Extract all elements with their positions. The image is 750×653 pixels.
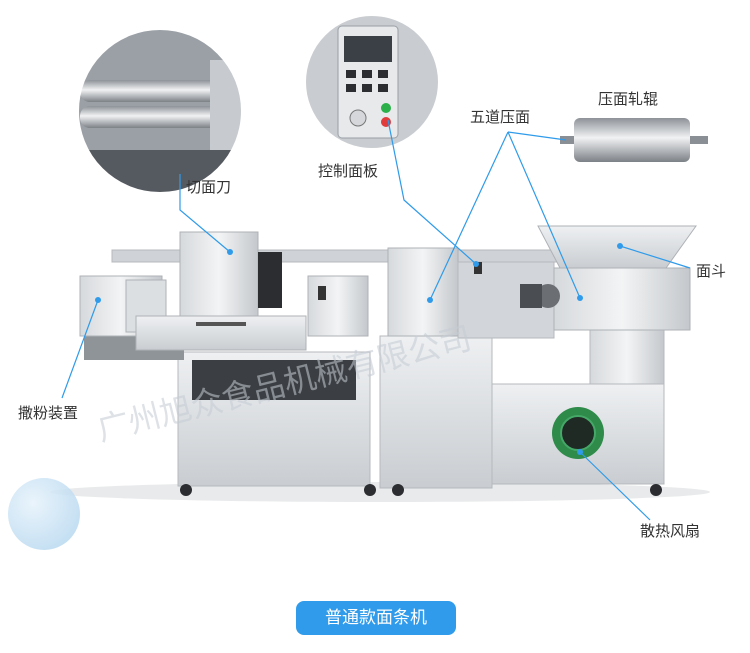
zoom-control-panel-detail <box>302 12 442 152</box>
zoom-cutter-detail <box>75 26 245 196</box>
callout-dot <box>473 261 479 267</box>
callout-duster <box>61 299 99 399</box>
label-hopper: 面斗 <box>696 262 727 280</box>
callout-dot <box>577 449 583 455</box>
callout-lines <box>61 119 691 521</box>
callout-dot <box>427 297 433 303</box>
label-flour-duster: 撒粉装置 <box>18 404 79 422</box>
callout-hopper <box>619 245 691 269</box>
label-cutter: 切面刀 <box>186 178 232 196</box>
cooling-fan-grille <box>560 415 596 451</box>
callout-dot <box>617 243 623 249</box>
cutter-housing <box>179 231 259 321</box>
switch-2 <box>474 262 482 274</box>
callout-cutter <box>179 174 231 253</box>
gear-block <box>520 284 542 308</box>
callout-roller <box>507 131 567 141</box>
wheel <box>180 484 192 496</box>
callout-press-2 <box>507 131 581 299</box>
switch-1 <box>318 286 326 300</box>
press-roller-illustration <box>560 118 708 162</box>
switch-box-1 <box>307 275 369 337</box>
label-cooling-fan: 散热风扇 <box>640 522 701 540</box>
wheel <box>392 484 404 496</box>
callout-control <box>387 119 477 265</box>
wheel <box>364 484 376 496</box>
callout-dot <box>227 249 233 255</box>
cutter-handle <box>196 322 246 326</box>
label-control-panel: 控制面板 <box>318 162 379 180</box>
label-press-rollers: 五道压面 <box>470 108 531 126</box>
product-caption: 普通款面条机 <box>296 601 456 635</box>
cutter-shelf <box>135 315 307 351</box>
callout-fan <box>579 451 651 521</box>
press-unit-1 <box>387 247 459 337</box>
press-unit-2 <box>553 267 691 331</box>
left-cabinet-opening <box>192 360 356 400</box>
floor-shadow <box>50 482 710 502</box>
hopper-body <box>537 225 697 269</box>
callout-dot <box>95 297 101 303</box>
wheel <box>650 484 662 496</box>
watermark-logo <box>8 478 80 550</box>
cutter-motor <box>258 252 282 308</box>
label-press-roller: 压面轧辊 <box>598 90 659 108</box>
callout-dot <box>577 295 583 301</box>
callout-press-1 <box>429 131 509 301</box>
